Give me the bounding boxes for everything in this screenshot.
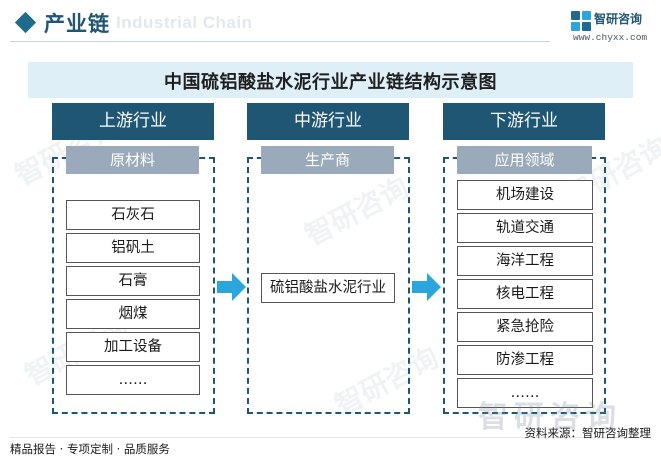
- midstream-item: 硫铝酸盐水泥行业: [261, 273, 395, 303]
- footer-watermark: 智研咨询: [478, 400, 622, 435]
- downstream-item: 海洋工程: [457, 246, 593, 276]
- upstream-item: ……: [66, 365, 200, 395]
- downstream-subheader: 应用领域: [457, 146, 592, 174]
- logo-icon: [571, 11, 591, 31]
- source-note: 资料来源：智研咨询整理: [524, 426, 652, 440]
- downstream-item: ……: [457, 378, 593, 408]
- midstream-subheader: 生产商: [261, 146, 394, 174]
- upstream-item: 铝矾土: [66, 233, 200, 263]
- header-diamond-icon: [14, 11, 37, 34]
- upstream-item: 石灰石: [66, 200, 200, 230]
- upstream-item: 加工设备: [66, 332, 200, 362]
- footer-slogan: 精品报告 · 专项定制 · 品质服务: [10, 442, 170, 456]
- downstream-item: 轨道交通: [457, 213, 593, 243]
- header-ghost-text: Industrial Chain: [116, 13, 253, 32]
- downstream-item: 核电工程: [457, 279, 593, 309]
- upstream-item: 烟煤: [66, 299, 200, 329]
- upstream-item: 石膏: [66, 266, 200, 296]
- arrow-right-icon: [412, 273, 441, 301]
- downstream-item: 机场建设: [457, 180, 593, 210]
- footer-divider: [10, 437, 651, 438]
- upstream-header: 上游行业: [52, 103, 214, 140]
- downstream-item: 防渗工程: [457, 345, 593, 375]
- upstream-subheader: 原材料: [66, 146, 199, 174]
- logo-name: 智研咨询: [594, 12, 643, 26]
- arrow-right-icon: [217, 273, 246, 301]
- downstream-item: 紧急抢险: [457, 312, 593, 342]
- header-divider: [10, 41, 550, 42]
- downstream-header: 下游行业: [443, 103, 605, 140]
- diagram-title: 中国硫铝酸盐水泥行业产业链结构示意图: [164, 72, 497, 93]
- midstream-header: 中游行业: [247, 103, 409, 140]
- page-title: 产业链: [44, 12, 110, 36]
- logo-url: www.chyxx.com: [573, 32, 648, 43]
- diagram-title-band: 中国硫铝酸盐水泥行业产业链结构示意图: [28, 62, 633, 98]
- brand-logo: 智研咨询 www.chyxx.com: [571, 6, 655, 46]
